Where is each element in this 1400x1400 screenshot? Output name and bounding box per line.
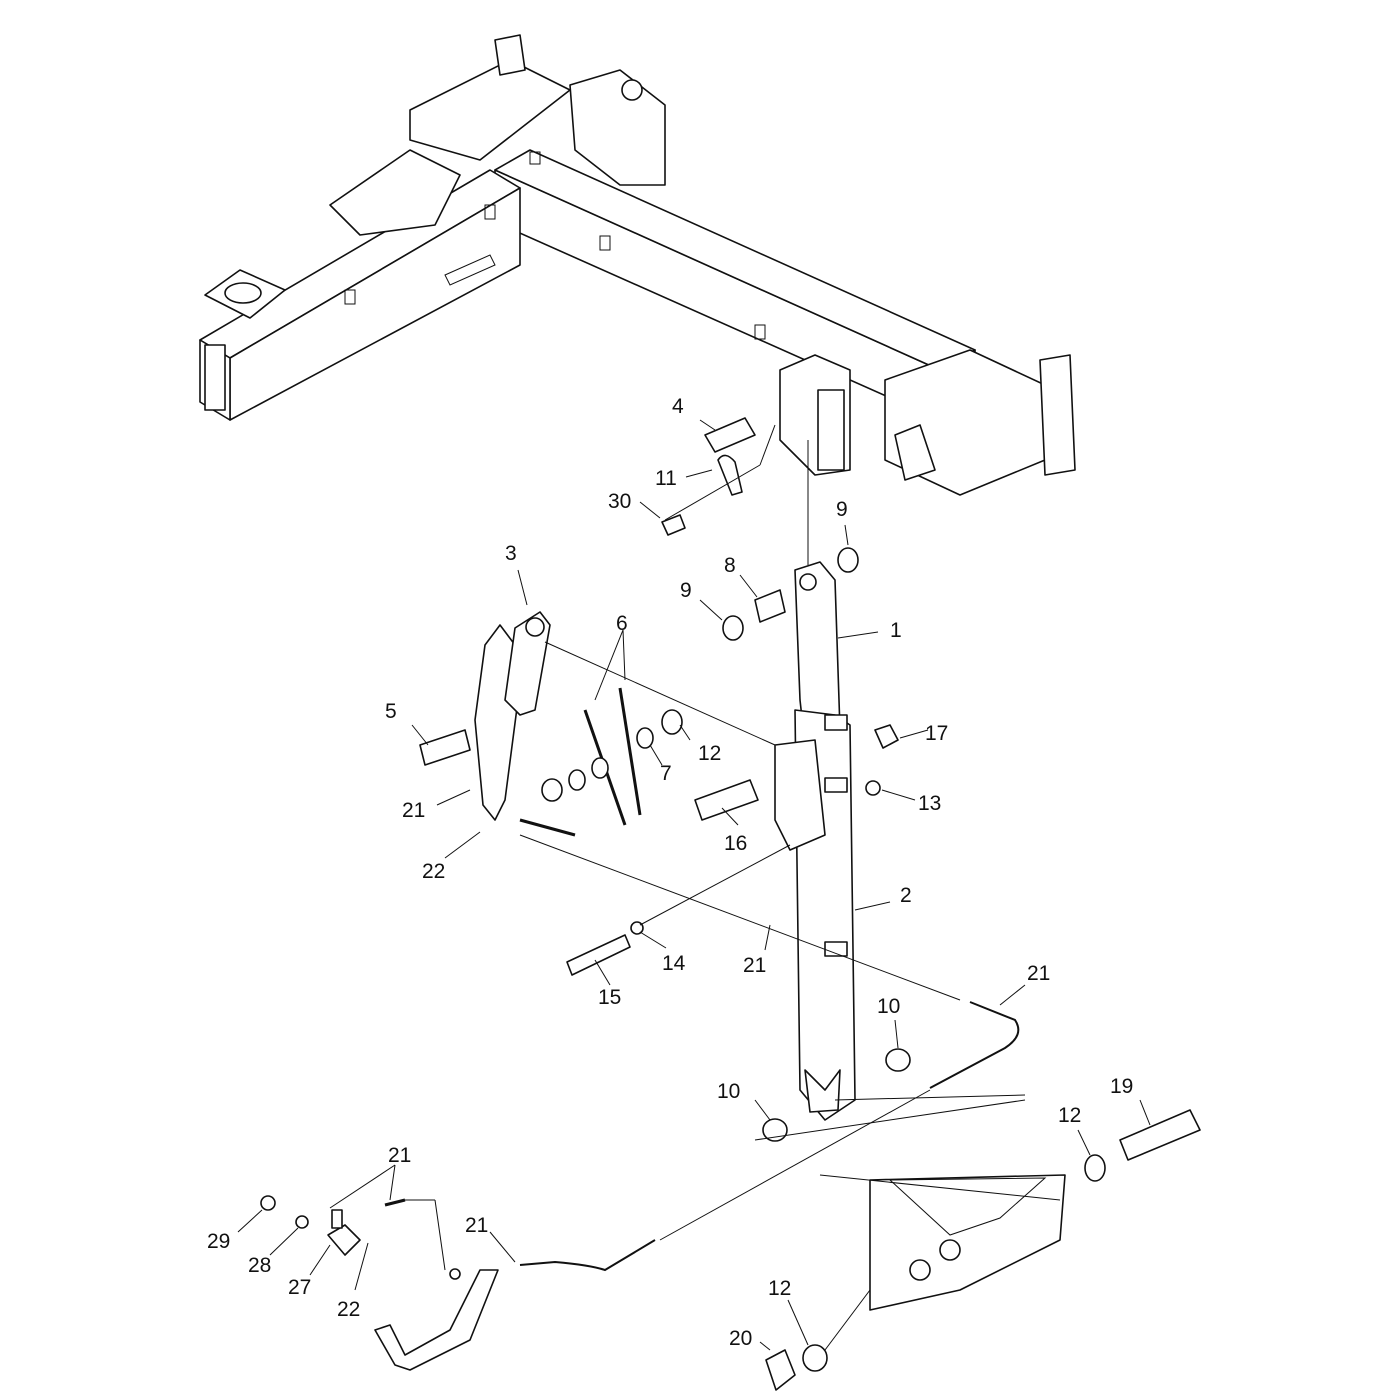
callout-29: 29 xyxy=(207,1230,230,1253)
callout-12-right: 12 xyxy=(1058,1104,1081,1127)
main-frame xyxy=(199,34,1076,496)
pins-and-hardware xyxy=(260,417,1201,1391)
callout-22-upper: 22 xyxy=(422,860,445,883)
lever-plate xyxy=(474,611,551,821)
callout-8: 8 xyxy=(724,554,736,577)
callout-21-middle: 21 xyxy=(743,954,766,977)
lift-arm-lower xyxy=(774,709,856,1121)
callout-17: 17 xyxy=(925,722,948,745)
callout-7: 7 xyxy=(660,762,672,785)
callout-13: 13 xyxy=(918,792,941,815)
callout-20: 20 xyxy=(729,1327,752,1350)
callout-16: 16 xyxy=(724,832,747,855)
callout-21-upper-left: 21 xyxy=(402,799,425,822)
callout-11: 11 xyxy=(655,467,677,490)
callout-22-lower: 22 xyxy=(337,1298,360,1321)
callout-12-upper: 12 xyxy=(698,742,721,765)
assembly-lines xyxy=(519,424,1061,1351)
callout-2: 2 xyxy=(900,884,912,907)
callout-14: 14 xyxy=(662,952,686,975)
callout-6: 6 xyxy=(616,612,628,635)
callout-4: 4 xyxy=(672,395,684,418)
callout-28: 28 xyxy=(248,1254,271,1277)
callout-5: 5 xyxy=(385,700,397,723)
callout-12-lower: 12 xyxy=(768,1277,791,1300)
callout-10-lower: 10 xyxy=(717,1080,740,1103)
callout-30: 30 xyxy=(608,490,631,513)
callout-21-right: 21 xyxy=(1027,962,1050,985)
callout-9-upper: 9 xyxy=(836,498,848,521)
callout-leaders xyxy=(237,419,1151,1351)
callout-1: 1 xyxy=(890,619,902,642)
callout-10-upper: 10 xyxy=(877,995,900,1018)
callout-21-lower-left: 21 xyxy=(388,1144,411,1167)
callout-19: 19 xyxy=(1110,1075,1133,1098)
callout-9-lower: 9 xyxy=(680,579,692,602)
callout-labels: 4 11 30 9 8 9 1 3 6 5 12 7 17 13 16 21 2… xyxy=(207,395,1133,1350)
callout-21-lower-middle: 21 xyxy=(465,1214,488,1237)
lift-arm-upper xyxy=(794,561,841,746)
callout-3: 3 xyxy=(505,542,517,565)
callout-15: 15 xyxy=(598,986,621,1009)
callout-27: 27 xyxy=(288,1276,311,1299)
